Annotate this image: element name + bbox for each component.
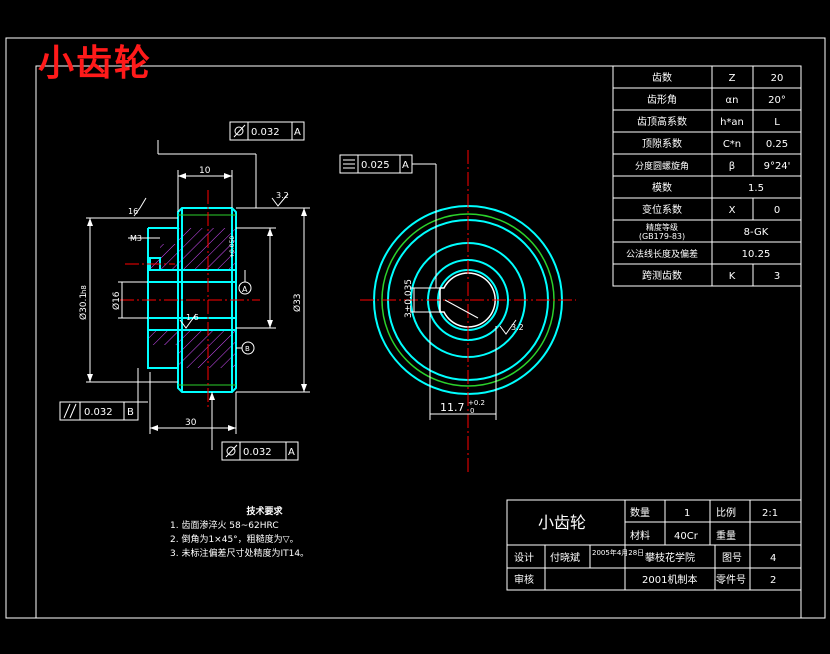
note-line-2: 2. 倒角为1×45°，粗糙度为▽。 [170,535,299,545]
param-name: 变位系数 [642,203,682,216]
roughness-4: 3.2 [511,323,524,332]
fcf-parallel-value: 0.032 [84,407,113,418]
side-dimension-lines [86,140,310,450]
dim-outer-dia: Ø33 [292,293,303,312]
datum-b-label: B [245,345,250,353]
datum-a-label: A [242,285,248,294]
roughness-3: 1.6 [186,313,199,322]
tb-design-label: 设计 [514,551,534,564]
side-view [59,121,310,461]
param-name: 齿数 [652,71,672,84]
param-symbol: h*an [720,117,744,128]
roughness-symbol-2 [271,193,289,207]
fcf-runout-bottom-value: 0.032 [243,447,272,458]
param-name: 公法线长度及偏差 [626,248,698,260]
tb-qty: 1 [684,508,690,519]
param-symbol: αn [726,95,739,106]
bore-keyway [439,272,496,328]
param-value: 0 [774,205,780,216]
note-line-1: 1. 齿面渗淬火 58~62HRC [170,521,279,531]
param-name: 精度等级 [646,222,678,232]
param-symbol: X [729,205,736,216]
tb-scale: 2:1 [762,508,778,519]
dim-bore: Ø16 [111,291,122,310]
front-view [339,150,576,475]
dim-keyway-width: 11.7 [440,401,465,414]
param-name: 分度圆螺旋角 [635,160,689,172]
param-symbol: C*n [723,139,741,150]
dim-pitch-dia: Ø30.1 [78,293,89,320]
fcf-runout-bottom-datum: A [288,447,295,458]
roughness-2: 3.2 [276,191,289,200]
tb-drawing-no-label: 图号 [722,552,742,564]
dim-tooth-tol: +0.050 [229,236,236,258]
fcf-runout-top-value: 0.032 [251,127,280,138]
front-dimension-lines [410,163,517,420]
param-name-sub: (GB179-83) [639,232,685,241]
side-centerlines [120,190,260,410]
param-value: 8-GK [744,227,769,238]
param-name: 跨测齿数 [642,269,682,282]
param-value: 3 [774,271,780,282]
tb-material-label: 材料 [630,529,650,542]
param-value: L [774,117,780,128]
tb-part-no-label: 零件号 [716,574,746,586]
param-value: 9°24' [764,161,791,172]
param-symbol: Z [729,73,736,84]
tb-school: 攀枝花学院 [645,551,695,564]
fcf-runout-top-datum: A [294,127,301,138]
fcf-parallel-datum: B [127,407,134,418]
dim-keyway-depth: 3±0.035 [404,279,414,318]
roughness-symbol-3 [179,313,197,329]
section-hatch-bottom [148,330,236,368]
drawing-title: 小齿轮 [38,42,153,84]
param-value: 20° [768,95,786,106]
params-table-text: 齿数 Z 20 齿形角 αn 20° 齿顶高系数 h*an L 顶隙系数 C*n 0.25 分度圆螺旋角… [626,71,790,282]
tb-check-label: 审核 [514,573,534,586]
notes-heading: 技术要求 [246,507,283,517]
title-block-grid [506,499,802,591]
fcf-box-front [339,154,413,174]
tb-part-name: 小齿轮 [538,513,586,532]
side-arrowheads [87,173,307,431]
technical-notes: 技术要求 1. 齿面渗淬火 58~62HRC 2. 倒角为1×45°，粗糙度为▽… [170,505,309,561]
fcf-boxes-side [59,121,305,461]
note-line-3: 3. 未标注偏差尺寸处精度为IT14。 [170,549,310,559]
param-name: 模数 [652,181,672,194]
param-symbol: β [729,161,735,172]
param-name: 齿形角 [647,94,677,106]
dim-keyway-tol-lower: 0 [470,407,474,415]
inner-frame [35,65,802,619]
param-value: 1.5 [748,183,764,194]
tb-material: 40Cr [674,531,699,542]
roughness-1: 16 [128,207,138,216]
param-name: 顶隙系数 [642,137,682,150]
tb-class: 2001机制本 [642,573,697,586]
param-value: 0.25 [766,139,788,150]
tb-date: 2005年4月28日 [592,548,644,557]
dim-keyway-tol-upper: +0.2 [468,399,485,407]
tb-weight-label: 重量 [716,529,736,542]
tb-designer: 付晓斌 [550,551,580,564]
fcf-symmetry-value: 0.025 [361,160,390,171]
fcf-symmetry-datum: A [402,160,409,171]
dim-thread: M3 [130,234,142,243]
param-value: 10.25 [742,249,771,260]
fcf-symbols-side [63,124,246,458]
dim-hub-width: 10 [199,166,211,176]
roughness-symbol-1 [133,197,147,217]
tb-part-no: 2 [770,575,776,586]
param-symbol: K [729,271,736,282]
section-hatch-top [148,228,236,270]
tb-drawing-no: 4 [770,553,776,564]
param-name: 齿顶高系数 [637,115,687,128]
dim-pitch-tol: h8 [80,285,88,294]
tb-scale-label: 比例 [716,506,736,519]
dim-face-width: 30 [185,418,197,428]
tb-qty-label: 数量 [630,506,650,519]
param-value: 20 [771,73,784,84]
params-table [612,65,802,287]
